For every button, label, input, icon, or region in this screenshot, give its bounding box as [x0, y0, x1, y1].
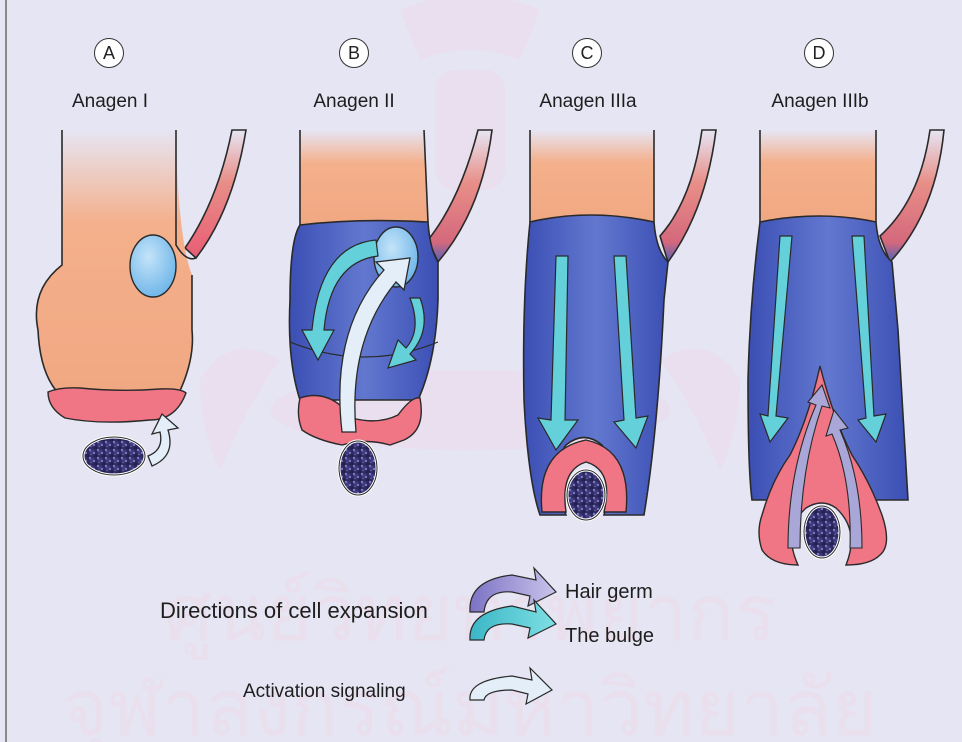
- stage-a-title: Anagen I: [72, 91, 148, 113]
- legend-activation-label: Activation signaling: [243, 681, 406, 703]
- stage-c-title: Anagen IIIa: [539, 91, 636, 113]
- stage-d-follicle: [748, 130, 944, 565]
- stage-d-title: Anagen IIIb: [771, 91, 868, 113]
- legend-bulge-label: The bulge: [565, 625, 654, 648]
- legend-directions-label: Directions of cell expansion: [160, 598, 428, 624]
- svg-text:จุฬาลงกรณ์มหาวิทยาลัย: จุฬาลงกรณ์มหาวิทยาลัย: [62, 664, 877, 742]
- stage-d-letter: D: [804, 38, 834, 68]
- stage-a-letter: A: [94, 38, 124, 68]
- stage-c-letter: C: [572, 38, 602, 68]
- stage-b-title: Anagen II: [313, 91, 394, 113]
- legend-hair-germ-label: Hair germ: [565, 581, 653, 604]
- stage-c-follicle: [524, 130, 716, 520]
- stage-b-letter: B: [339, 38, 369, 68]
- stage-a-activation-arrow: [148, 414, 178, 466]
- stage-a-bulge: [130, 235, 176, 297]
